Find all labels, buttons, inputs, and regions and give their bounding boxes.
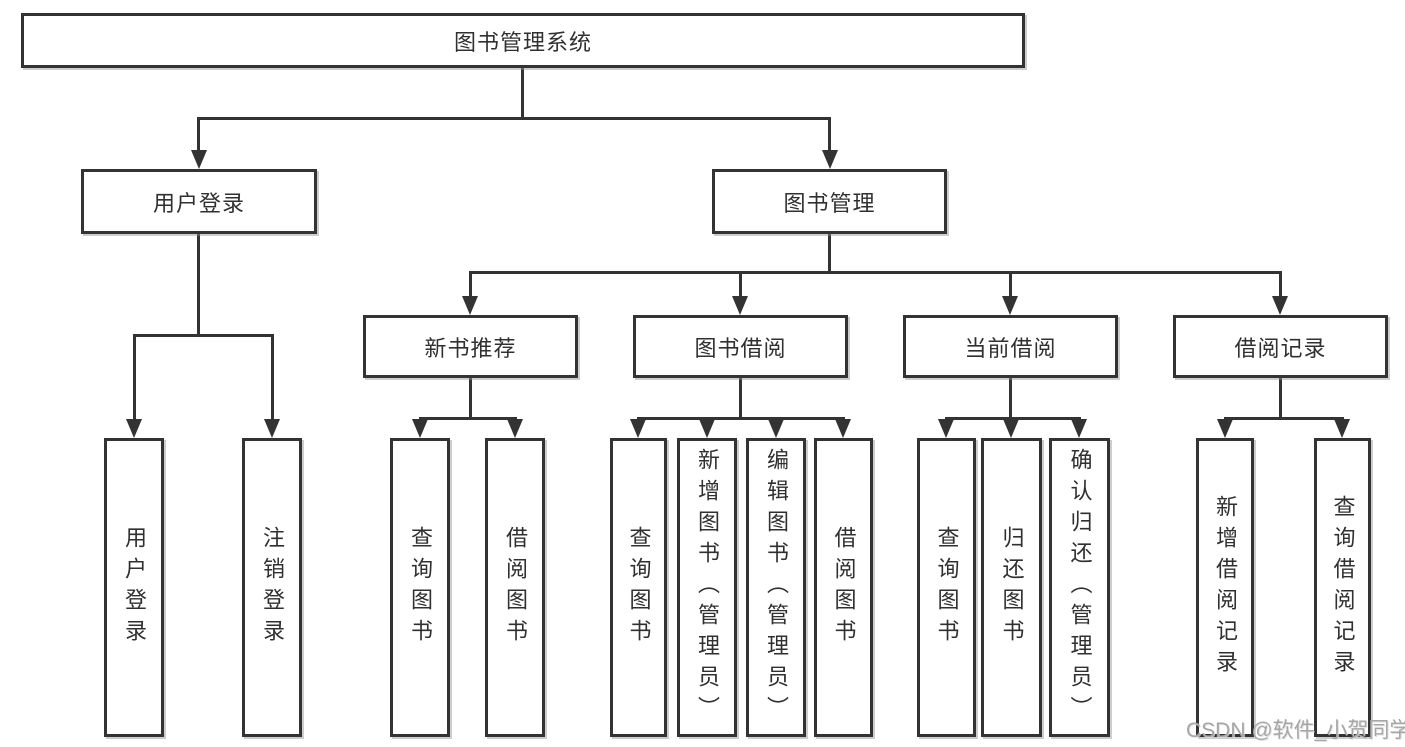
connector-stem: [1279, 271, 1282, 296]
connector-stem: [1009, 271, 1012, 296]
leaf-borrow-books-recommend: 借阅图书: [485, 438, 545, 737]
leaf-label: 借阅图书: [503, 525, 528, 650]
leaf-label: 查询图书: [408, 525, 433, 650]
arrow-down-icon: [126, 419, 142, 438]
node-label: 图书管理系统: [453, 29, 592, 55]
arrow-down-icon: [412, 419, 428, 438]
leaf-borrow-books-borrowing: 借阅图书: [814, 438, 873, 737]
connector-stem: [1279, 378, 1282, 420]
arrow-down-icon: [191, 150, 207, 169]
leaf-add-borrow-record: 新增借阅记录: [1196, 438, 1254, 737]
node-label: 当前借阅: [964, 335, 1057, 361]
leaf-edit-books-admin: 编辑图书（管理员）: [746, 438, 806, 737]
leaf-logout: 注销登录: [242, 438, 302, 737]
leaf-label: 注销登录: [260, 525, 285, 650]
leaf-label: 查询图书: [626, 525, 652, 650]
node-library-management-system: 图书管理系统: [21, 13, 1025, 68]
arrow-down-icon: [264, 419, 280, 438]
leaf-label: 编辑图书（管理员）: [764, 448, 789, 727]
connector-split: [133, 334, 274, 337]
connector-stem: [469, 271, 472, 296]
node-label: 新书推荐: [424, 335, 517, 361]
leaf-query-books-borrowing: 查询图书: [610, 438, 667, 737]
arrow-down-icon: [462, 296, 478, 315]
arrow-down-icon: [507, 419, 523, 438]
node-label: 用户登录: [152, 190, 245, 216]
arrow-down-icon: [1071, 419, 1087, 438]
connector-stem: [739, 271, 742, 296]
leaf-label: 新增图书（管理员）: [695, 448, 720, 727]
watermark: CSDN @软件_小贺同学: [1186, 719, 1405, 742]
connector-stem: [828, 117, 831, 150]
connector-split: [637, 417, 845, 420]
node-label: 图书借阅: [694, 335, 787, 361]
leaf-query-books-current: 查询图书: [917, 438, 976, 737]
connector-stem: [828, 234, 831, 272]
arrow-down-icon: [699, 419, 715, 438]
node-label: 借阅记录: [1234, 335, 1327, 361]
connector-stem: [133, 334, 136, 419]
connector-split: [945, 417, 1081, 420]
leaf-label: 新增借阅记录: [1213, 494, 1238, 681]
node-user-login: 用户登录: [81, 169, 317, 234]
leaf-label: 查询借阅记录: [1330, 494, 1356, 681]
node-current-borrowing: 当前借阅: [903, 315, 1118, 378]
arrow-down-icon: [1272, 296, 1288, 315]
leaf-label: 借阅图书: [831, 525, 857, 650]
leaf-return-books: 归还图书: [981, 438, 1042, 737]
arrow-down-icon: [835, 419, 851, 438]
leaf-add-books-admin: 新增图书（管理员）: [677, 438, 737, 737]
leaf-label: 确认归还（管理员）: [1067, 448, 1093, 727]
arrow-down-icon: [1334, 419, 1350, 438]
leaf-label: 归还图书: [999, 525, 1025, 650]
node-borrowing-records: 借阅记录: [1173, 315, 1388, 378]
arrow-down-icon: [1003, 419, 1019, 438]
arrow-down-icon: [732, 296, 748, 315]
connector-stem: [469, 378, 472, 420]
connector-split: [469, 271, 1282, 274]
leaf-query-books-recommend: 查询图书: [390, 438, 450, 737]
connector-stem: [1009, 378, 1012, 420]
leaf-confirm-return-admin: 确认归还（管理员）: [1049, 438, 1110, 737]
arrow-down-icon: [822, 150, 838, 169]
node-label: 图书管理: [783, 190, 876, 216]
leaf-user-login: 用户登录: [104, 438, 164, 737]
connector-split: [419, 417, 517, 420]
connector-stem: [197, 234, 200, 335]
leaf-query-borrow-record: 查询借阅记录: [1314, 438, 1371, 737]
connector-stem: [739, 378, 742, 420]
connector-stem: [197, 117, 200, 150]
connector-stem: [271, 334, 274, 419]
arrow-down-icon: [768, 419, 784, 438]
leaf-label: 查询图书: [934, 525, 960, 650]
connector-root-split: [197, 117, 831, 120]
arrow-down-icon: [1217, 419, 1233, 438]
node-new-book-recommendation: 新书推荐: [363, 315, 578, 378]
arrow-down-icon: [938, 419, 954, 438]
node-book-management: 图书管理: [712, 169, 947, 234]
connector-root-stem: [521, 68, 524, 118]
arrow-down-icon: [1002, 296, 1018, 315]
arrow-down-icon: [630, 419, 646, 438]
connector-split: [1224, 417, 1344, 420]
leaf-label: 用户登录: [122, 525, 147, 650]
node-book-borrowing: 图书借阅: [633, 315, 848, 378]
